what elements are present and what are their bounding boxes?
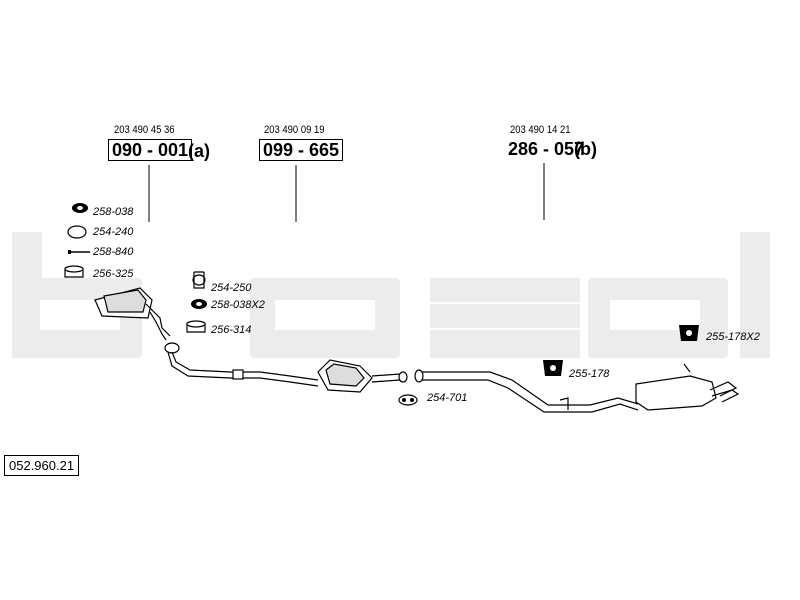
part-label[interactable]: 256-325 (93, 268, 134, 280)
clamp-icon (398, 394, 418, 406)
clamp-icon (192, 271, 206, 289)
part-label[interactable]: 254-250 (211, 282, 252, 294)
part-ref-suffix-3: (b) (574, 139, 597, 159)
oe-number-3: 203 490 14 21 (510, 124, 571, 136)
part-ref-2[interactable]: 099 - 665 (259, 139, 344, 161)
part-label[interactable]: 258-840 (93, 246, 134, 258)
catalog-number: 052.960.21 (4, 455, 80, 476)
part-ref-3[interactable]: 286 - 057 (508, 139, 585, 159)
part-label[interactable]: 256-314 (211, 324, 252, 336)
oe-number-2: 203 490 09 19 (264, 124, 325, 136)
part-label[interactable]: 255-178X2 (706, 331, 760, 343)
part-ref-suffix-1: (a) (188, 141, 210, 161)
seal-ring-icon (186, 320, 206, 333)
front-catalyst-pipe (94, 287, 319, 387)
oe-number-1: 203 490 45 36 (114, 124, 175, 136)
part-ref-1[interactable]: 090 - 001 (108, 139, 193, 161)
center-catalyst-pipe (317, 359, 408, 393)
clamp-ring-icon (67, 225, 87, 239)
gasket-icon (191, 299, 207, 309)
brand-watermark (12, 232, 770, 358)
rear-muffler-pipe (414, 363, 740, 413)
part-label[interactable]: 254-701 (427, 392, 468, 404)
part-label[interactable]: 255-178 (569, 368, 610, 380)
seal-ring-icon (64, 265, 84, 278)
bolt-icon (68, 250, 90, 254)
rubber-mount-icon (679, 325, 699, 341)
part-label[interactable]: 258-038X2 (211, 299, 265, 311)
part-label[interactable]: 254-240 (93, 226, 134, 238)
gasket-icon (72, 203, 88, 213)
rubber-mount-icon (543, 360, 563, 376)
part-label[interactable]: 258-038 (93, 206, 134, 218)
